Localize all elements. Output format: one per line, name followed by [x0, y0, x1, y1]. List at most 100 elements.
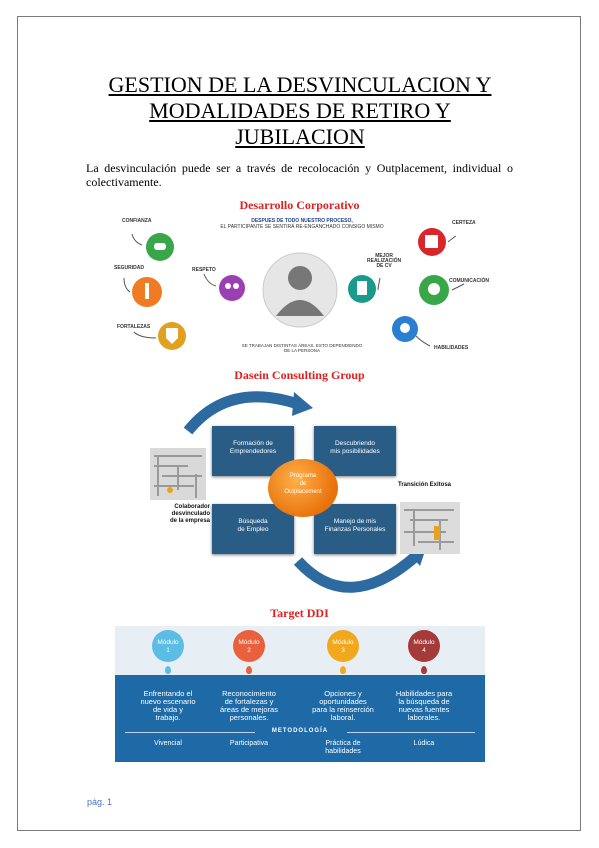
label-transicion-exitosa: Transición Exitosa — [398, 482, 452, 488]
box-br-line2: Finanzas Personales — [324, 526, 386, 533]
module-3-drop — [340, 666, 346, 674]
box-tl-line1: Formación de — [233, 440, 273, 447]
box-bl-line1: Búsqueda — [238, 518, 268, 525]
m1-method-1: Vivencial — [154, 740, 182, 747]
box-manejo-finanzas: Manejo de mis Finanzas Personales — [314, 504, 396, 554]
figure-outplacement-program: Formación de Emprendedores Descubriendo … — [148, 386, 468, 598]
module-3-number: 3 — [341, 647, 345, 654]
methodology-label: METODOLOGÍA — [271, 728, 329, 734]
module-2-number: 2 — [247, 647, 251, 654]
module-4-label: Módulo — [413, 639, 435, 646]
label-mejor-line1: MEJOR — [375, 253, 393, 259]
module-1-method: Vivencial — [128, 740, 208, 748]
m2-desc-4: personales. — [229, 713, 269, 722]
module-2-description: Reconocimiento de fortalezas y áreas de … — [209, 690, 289, 722]
module-4-circle: Módulo 4 — [408, 630, 440, 662]
methodology-divider-left — [125, 732, 255, 733]
intro-paragraph: La desvinculación puede ser a través de … — [86, 161, 513, 189]
title-line-3: JUBILACION — [235, 124, 365, 149]
box-busqueda-empleo: Búsqueda de Empleo — [212, 504, 294, 554]
figure-target-ddi: Módulo 1 Módulo 2 Módulo 3 Módulo 4 Enfr… — [115, 626, 485, 762]
m4-desc-1: Habilidades para — [395, 689, 453, 698]
label-respeto: RESPETO — [192, 267, 216, 273]
module-2-drop — [246, 666, 252, 674]
left-line2: desvinculado — [171, 511, 210, 517]
module-1-number: 1 — [166, 647, 170, 654]
center-line3: Outplacement — [284, 489, 322, 495]
figure1-graphic — [123, 228, 465, 350]
m4-desc-3: nuevas fuentes — [398, 705, 450, 714]
module-2-method: Participativa — [209, 740, 289, 748]
m3-desc-2: oportunidades — [319, 697, 367, 706]
figure2-caption: Dasein Consulting Group — [234, 368, 365, 382]
title-line-2: MODALIDADES DE RETIRO Y — [149, 98, 451, 123]
figure2-arrows — [150, 391, 460, 593]
page-border — [17, 16, 581, 831]
label-seguridad: SEGURIDAD — [114, 265, 145, 271]
m3-method-1: Práctica de — [325, 740, 361, 747]
figure1-footer-line2: DE LA PERSONA — [283, 348, 320, 353]
label-habilidades: HABILIDADES — [434, 345, 469, 351]
module-1-drop — [165, 666, 171, 674]
label-fortalezas: FORTALEZAS — [117, 324, 151, 330]
module-1-circle: Módulo 1 — [152, 630, 184, 662]
box-bl-line2: de Empleo — [237, 526, 269, 533]
label-certeza: CERTEZA — [452, 220, 476, 226]
figure1-heading-line2: EL PARTICIPANTE SE SENTIRÁ RE-ENGANCHADO… — [220, 224, 384, 230]
module-1-description: Enfrentando el nuevo escenario de vida y… — [128, 690, 208, 722]
box-descubriendo-posibilidades: Descubriendo mis posibilidades — [314, 426, 396, 476]
left-line3: de la empresa — [169, 518, 210, 524]
box-tr-line1: Descubriendo — [334, 440, 376, 447]
module-3-label: Módulo — [332, 639, 354, 646]
figure1-heading-line1: DESPUES DE TODO NUESTRO PROCESO, — [251, 218, 353, 224]
methodology-divider-right — [347, 732, 475, 733]
center-programa-outplacement: Programa de Outplacement — [268, 459, 338, 517]
label-comunicacion: COMUNICACIÓN — [449, 278, 489, 284]
label-mejor-realizacion-cv: MEJOR REALIZACIÓN DE CV — [367, 254, 401, 269]
figure1-heading: DESPUES DE TODO NUESTRO PROCESO, EL PART… — [202, 218, 402, 230]
center-line2: de — [299, 481, 307, 487]
m4-desc-2: la búsqueda de — [398, 697, 450, 706]
m1-desc-2: nuevo escenario — [140, 697, 196, 706]
m2-desc-3: áreas de mejoras — [220, 705, 278, 714]
box-tl-line2: Emprendedores — [229, 448, 277, 455]
page-number: pág. 1 — [87, 797, 113, 807]
module-4-number: 4 — [422, 647, 426, 654]
label-colaborador-desvinculado: Colaborador desvinculado de la empresa — [148, 504, 210, 525]
center-line1: Programa — [289, 473, 317, 479]
box-br-line1: Manejo de mis — [333, 518, 377, 525]
label-confianza: CONFIANZA — [122, 218, 152, 224]
modules-band — [115, 675, 485, 762]
module-1-label: Módulo — [157, 639, 179, 646]
m1-desc-3: de vida y — [152, 705, 184, 714]
module-4-drop — [421, 666, 427, 674]
m4-desc-4: laborales. — [407, 713, 441, 722]
module-4-method: Lúdica — [384, 740, 464, 748]
m1-desc-4: trabajo. — [155, 713, 181, 722]
module-2-circle: Módulo 2 — [233, 630, 265, 662]
module-4-description: Habilidades para la búsqueda de nuevas f… — [384, 690, 464, 722]
m1-desc-1: Enfrentando el — [143, 689, 193, 698]
m3-desc-1: Opciones y — [324, 689, 362, 698]
label-mejor-line3: DE CV — [376, 263, 392, 269]
figure1-footer-line1: SE TRABAJAN DISTINTAS ÁREAS, ESTO DEPEND… — [241, 343, 363, 348]
figure3-caption: Target DDI — [270, 606, 329, 620]
document-title: GESTION DE LA DESVINCULACION Y MODALIDAD… — [60, 72, 540, 150]
m3-method-2: habilidades — [325, 748, 361, 755]
box-tr-line2: mis posibilidades — [330, 448, 380, 455]
m3-desc-4: laboral. — [330, 713, 356, 722]
title-line-1: GESTION DE LA DESVINCULACION Y — [108, 72, 492, 97]
m2-method-1: Participativa — [229, 740, 269, 747]
figure1-footer: SE TRABAJAN DISTINTAS ÁREAS, ESTO DEPEND… — [222, 343, 382, 353]
module-3-circle: Módulo 3 — [327, 630, 359, 662]
figure-desarrollo-corporativo: DESPUES DE TODO NUESTRO PROCESO, EL PART… — [112, 212, 489, 357]
module-3-method: Práctica de habilidades — [303, 740, 383, 756]
module-3-description: Opciones y oportunidades para la reinser… — [303, 690, 383, 722]
m2-desc-1: Reconocimiento — [222, 689, 276, 698]
left-line1: Colaborador — [174, 504, 210, 510]
m4-method-1: Lúdica — [413, 740, 435, 747]
m2-desc-2: de fortalezas y — [224, 697, 274, 706]
m3-desc-3: para la reinserción — [312, 705, 374, 714]
figure1-caption: Desarrollo Corporativo — [239, 198, 360, 212]
module-2-label: Módulo — [238, 639, 260, 646]
